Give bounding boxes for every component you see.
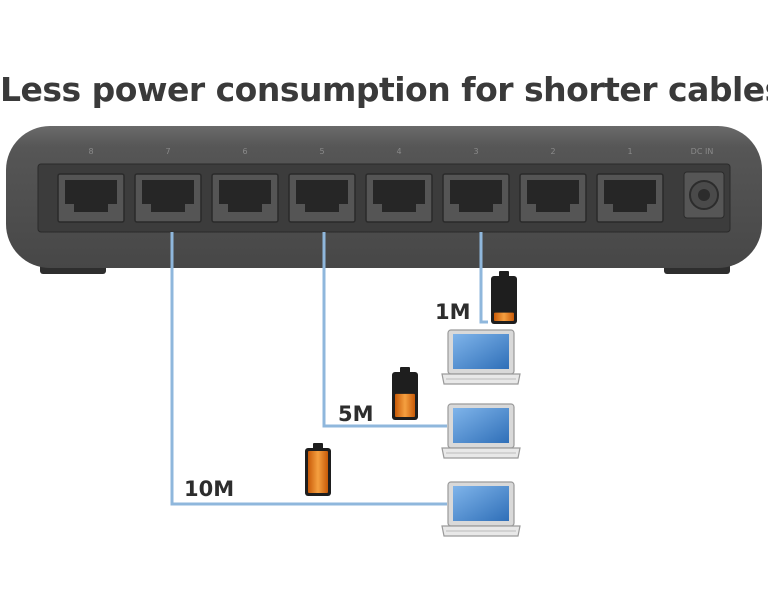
port-number-label: 4 — [396, 147, 401, 156]
battery-icon — [305, 443, 331, 496]
laptop-icon — [441, 329, 521, 385]
ethernet-port — [365, 173, 433, 223]
battery-level-fill — [395, 393, 415, 417]
port-labels: 8 7 6 5 4 3 2 1 — [88, 147, 632, 156]
power-label: DC IN — [691, 147, 714, 156]
port-number-label: 7 — [165, 147, 170, 156]
battery-level-fill — [494, 312, 514, 321]
batteries — [305, 271, 517, 496]
port-number-label: 3 — [473, 147, 478, 156]
cable-10m — [170, 232, 447, 506]
port-number-label: 8 — [88, 147, 93, 156]
laptop-icon — [441, 403, 521, 459]
laptop-screen — [453, 408, 509, 443]
ethernet-port — [288, 173, 356, 223]
diagram-title: Less power consumption for shorter cable… — [0, 70, 768, 109]
battery-icon — [491, 271, 517, 324]
port-number-label: 1 — [627, 147, 632, 156]
ethernet-port — [57, 173, 125, 223]
port-number-label: 5 — [319, 147, 324, 156]
laptop-icon — [441, 481, 521, 537]
ethernet-port — [134, 173, 202, 223]
cable-label-5m: 5M — [338, 402, 374, 426]
cable-label-10m: 10M — [184, 477, 234, 501]
cable-5m — [322, 232, 447, 428]
power-jack — [683, 171, 725, 219]
ethernet-ports — [57, 173, 664, 223]
battery-icon — [392, 367, 418, 420]
port-number-label: 6 — [242, 147, 247, 156]
network-switch: 8 7 6 5 4 3 2 1 DC IN — [6, 126, 762, 274]
cables — [170, 232, 488, 506]
battery-level-fill — [308, 451, 328, 493]
cable-1m — [479, 232, 488, 324]
ethernet-port — [519, 173, 587, 223]
port-number-label: 2 — [550, 147, 555, 156]
ethernet-port — [596, 173, 664, 223]
laptop-screen — [453, 334, 509, 369]
laptop-screen — [453, 486, 509, 521]
laptops — [441, 329, 521, 537]
cable-label-1m: 1M — [435, 300, 471, 324]
ethernet-port — [442, 173, 510, 223]
ethernet-port — [211, 173, 279, 223]
